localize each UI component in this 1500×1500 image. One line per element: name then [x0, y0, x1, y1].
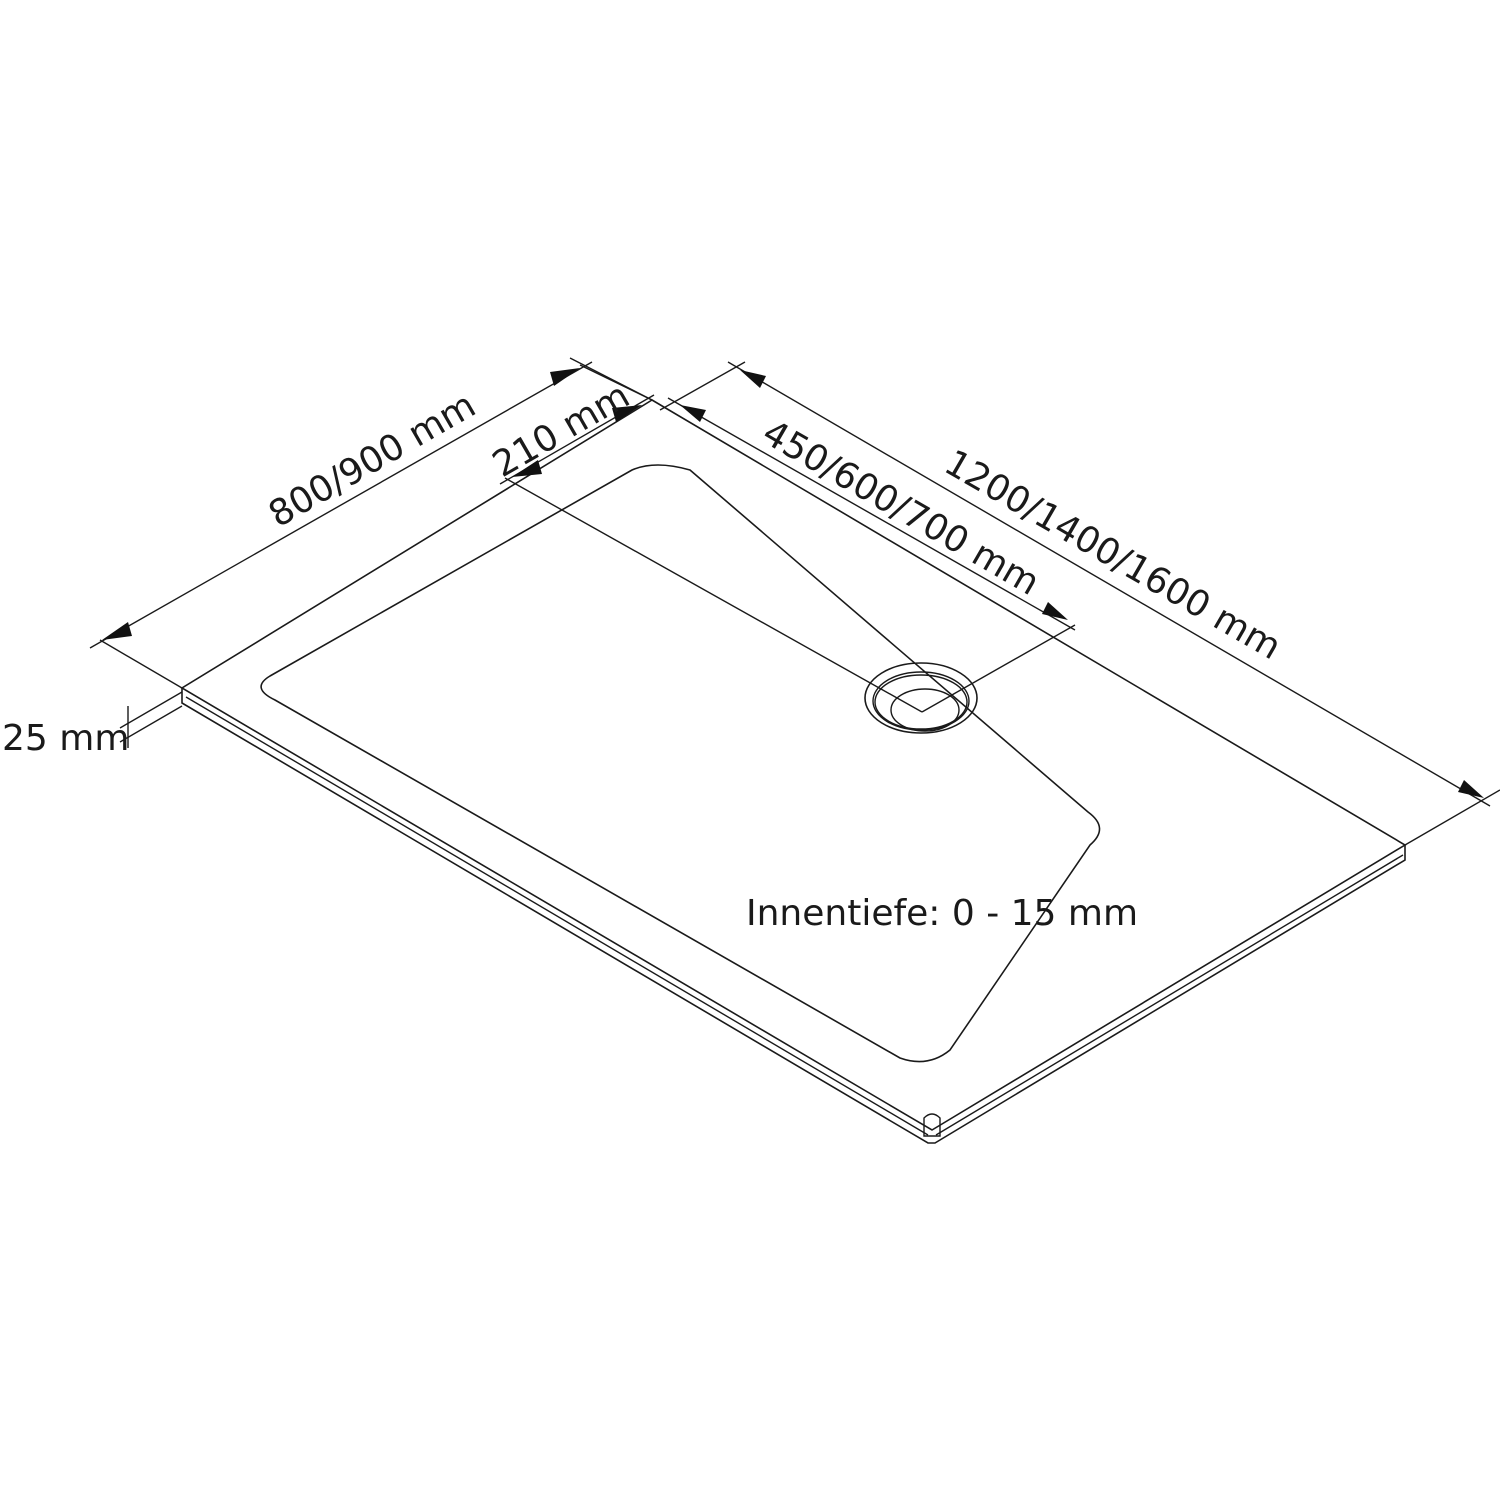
dim-length	[727, 361, 1500, 846]
drain-centerline-long	[504, 477, 923, 713]
label-210: 210 mm	[486, 375, 637, 486]
label-width: 800/900 mm	[262, 385, 483, 536]
dim-drain-length	[659, 361, 1076, 631]
tray-edge	[181, 688, 1406, 1144]
tray-top-surface	[180, 399, 1407, 1131]
inner-basin	[260, 464, 1101, 1063]
label-inner-depth: Innentiefe: 0 - 15 mm	[746, 893, 1138, 934]
label-height: 25 mm	[2, 718, 129, 759]
drain-centerline-short	[921, 624, 1076, 713]
dim-width	[89, 357, 653, 689]
dim-height	[119, 691, 183, 748]
drain	[864, 662, 978, 734]
dim-210	[499, 364, 655, 485]
